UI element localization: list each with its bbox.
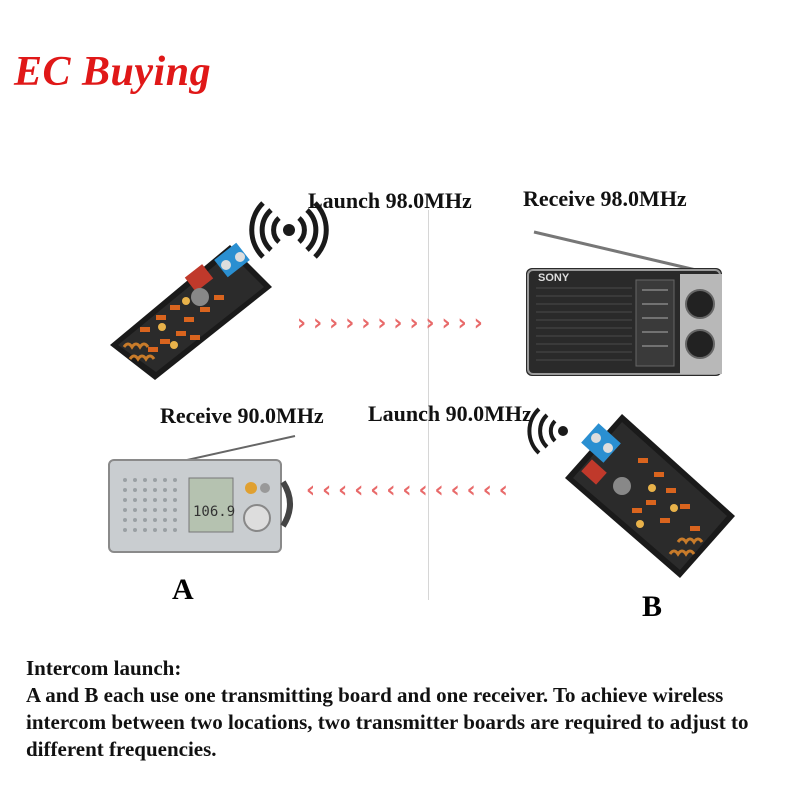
signal-wave-icon [249,201,329,259]
label-receive-90: Receive 90.0MHz [160,403,324,428]
signal-wave-icon [527,407,568,455]
radio-receiver-b: SONY [526,230,722,376]
transmitter-board-b [565,414,735,578]
radio-brand: SONY [538,272,570,284]
description: Intercom launch: A and B each use one tr… [26,655,786,763]
transmitter-board-a [110,242,272,380]
signal-arrows-right: ›››››››››››› [297,311,490,336]
brand-logo: EC Buying [14,49,212,95]
site-label-a: A [172,573,194,606]
center-divider [428,210,429,600]
radio-display: 106.9 [193,504,235,520]
label-launch-90: Launch 90.0MHz [368,401,532,426]
label-launch-98: Launch 98.0MHz [308,188,472,213]
description-body: A and B each use one transmitting board … [26,683,749,761]
label-receive-98: Receive 98.0MHz [523,186,687,211]
radio-receiver-a: 106.9 [108,435,296,553]
site-label-b: B [642,590,663,623]
signal-arrows-left: ‹‹‹‹‹‹‹‹‹‹‹‹‹ [306,478,515,503]
description-heading: Intercom launch: [26,656,182,680]
